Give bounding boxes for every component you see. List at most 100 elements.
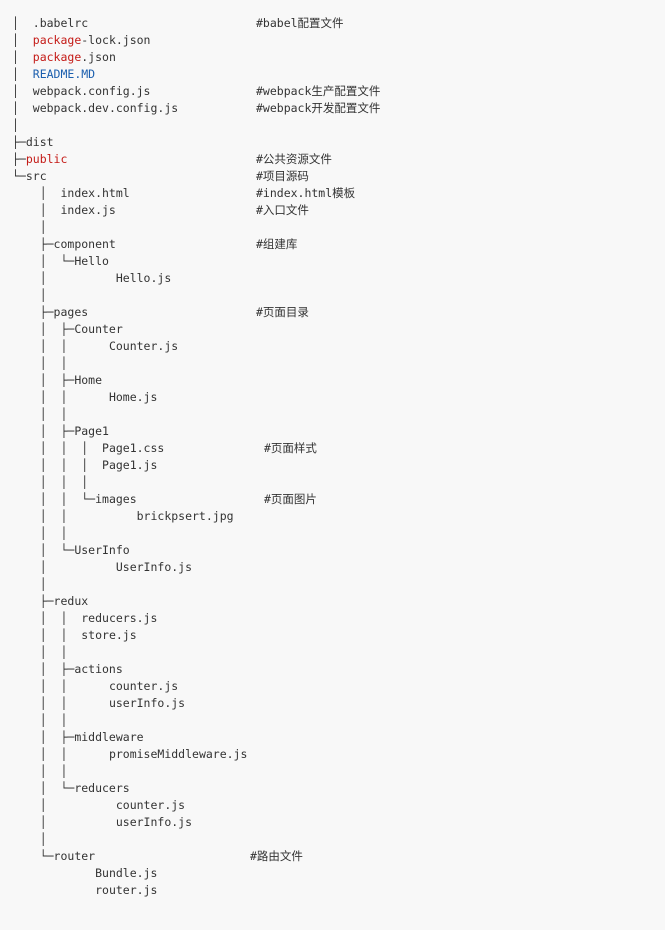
tree-branch: │ ├─	[12, 730, 75, 744]
tree-branch: │ │ └─	[12, 492, 96, 506]
tree-line: │ │	[12, 763, 68, 780]
tree-branch: │ ├─	[12, 322, 75, 336]
tree-line: ├─dist	[12, 134, 54, 151]
tree-comment: #index.html模板	[256, 186, 356, 200]
tree-branch: │	[12, 220, 47, 234]
tree-branch: ├─	[12, 594, 54, 608]
file-name: counter.js	[115, 798, 186, 812]
tree-branch: │	[12, 271, 116, 285]
file-name: .json	[81, 50, 116, 64]
file-name: Page1	[74, 424, 109, 438]
tree-branch: │ ├─	[12, 424, 75, 438]
file-name: images	[95, 492, 137, 506]
highlighted-token: README.MD	[32, 67, 96, 81]
tree-comment: #页面样式	[264, 441, 317, 455]
tree-line: │ │	[12, 644, 68, 661]
tree-comment: #入口文件	[256, 203, 309, 217]
tree-line: │ │ └─images	[12, 491, 137, 508]
file-name: index.html	[60, 186, 130, 200]
tree-branch: ├─	[12, 152, 26, 166]
tree-branch: │ │ │	[12, 441, 103, 455]
tree-comment: #webpack开发配置文件	[256, 101, 381, 115]
tree-comment: #webpack生产配置文件	[256, 84, 381, 98]
tree-line: │	[12, 117, 19, 134]
file-name: webpack.dev.config.js	[32, 101, 179, 115]
tree-branch: │	[12, 815, 116, 829]
file-name: Counter.js	[108, 339, 179, 353]
tree-branch: │ └─	[12, 543, 75, 557]
tree-line: │ index.html	[12, 185, 130, 202]
tree-line: Bundle.js	[12, 865, 157, 882]
tree-branch: │ │	[12, 628, 82, 642]
tree-branch	[12, 883, 95, 897]
tree-branch: │ │	[12, 679, 109, 693]
tree-line: │ Hello.js	[12, 270, 172, 287]
file-name: reducers.js	[81, 611, 158, 625]
tree-branch: │	[12, 560, 116, 574]
tree-line: │	[12, 576, 47, 593]
tree-line: │ index.js	[12, 202, 116, 219]
tree-branch: │	[12, 186, 61, 200]
file-name: UserInfo.js	[115, 560, 193, 574]
file-name: promiseMiddleware.js	[108, 747, 248, 761]
tree-comment: #页面目录	[256, 305, 309, 319]
tree-branch: │ └─	[12, 781, 75, 795]
tree-line: │ .babelrc	[12, 15, 88, 32]
file-name: -lock.json	[81, 33, 151, 47]
tree-branch: │ │ │	[12, 458, 103, 472]
tree-branch: │ │	[12, 645, 68, 659]
tree-line: ├─pages	[12, 304, 88, 321]
tree-branch: │	[12, 101, 33, 115]
file-name: .babelrc	[32, 16, 89, 30]
tree-branch: │ │	[12, 713, 68, 727]
tree-branch: │ │	[12, 356, 68, 370]
tree-line: └─src	[12, 168, 47, 185]
tree-branch: │	[12, 577, 47, 591]
tree-branch: │ │	[12, 509, 137, 523]
tree-branch: └─	[12, 169, 26, 183]
tree-branch: │ │	[12, 526, 68, 540]
file-name: pages	[53, 305, 89, 319]
file-name: brickpsert.jpg	[136, 509, 234, 523]
file-name: Bundle.js	[95, 866, 158, 880]
tree-branch: │	[12, 118, 19, 132]
file-name: Hello	[74, 254, 109, 268]
file-name: userInfo.js	[115, 815, 193, 829]
tree-line: │ package-lock.json	[12, 32, 151, 49]
tree-line: │ userInfo.js	[12, 814, 192, 831]
tree-line: │ │ promiseMiddleware.js	[12, 746, 248, 763]
tree-line: router.js	[12, 882, 157, 899]
file-name: userInfo.js	[108, 696, 186, 710]
file-name: Home.js	[108, 390, 158, 404]
tree-branch: │ │	[12, 390, 109, 404]
tree-branch: │ │	[12, 696, 109, 710]
tree-line: │ │ │	[12, 474, 88, 491]
tree-line: │ ├─middleware	[12, 729, 144, 746]
tree-branch: │ │	[12, 407, 68, 421]
tree-line: │ │ │ Page1.css	[12, 440, 165, 457]
tree-comment: #公共资源文件	[256, 152, 332, 166]
tree-line: │ ├─Home	[12, 372, 102, 389]
tree-branch: │	[12, 50, 33, 64]
file-name: counter.js	[108, 679, 179, 693]
tree-line: │	[12, 287, 47, 304]
file-name: Counter	[74, 322, 123, 336]
tree-line: │	[12, 831, 47, 848]
tree-branch: │	[12, 798, 116, 812]
tree-branch: └─	[12, 849, 54, 863]
tree-branch: │ └─	[12, 254, 75, 268]
tree-branch: │	[12, 67, 33, 81]
tree-branch: │ │	[12, 764, 68, 778]
tree-line: │ │	[12, 355, 68, 372]
file-name: index.js	[60, 203, 116, 217]
highlighted-token: public	[25, 152, 68, 166]
tree-line: │ README.MD	[12, 66, 95, 83]
file-name: store.js	[81, 628, 137, 642]
highlighted-token: package	[32, 50, 82, 64]
tree-line: │ counter.js	[12, 797, 185, 814]
file-name: webpack.config.js	[32, 84, 151, 98]
tree-branch: ├─	[12, 135, 26, 149]
tree-line: │ │ │ Page1.js	[12, 457, 158, 474]
tree-branch: │	[12, 203, 61, 217]
